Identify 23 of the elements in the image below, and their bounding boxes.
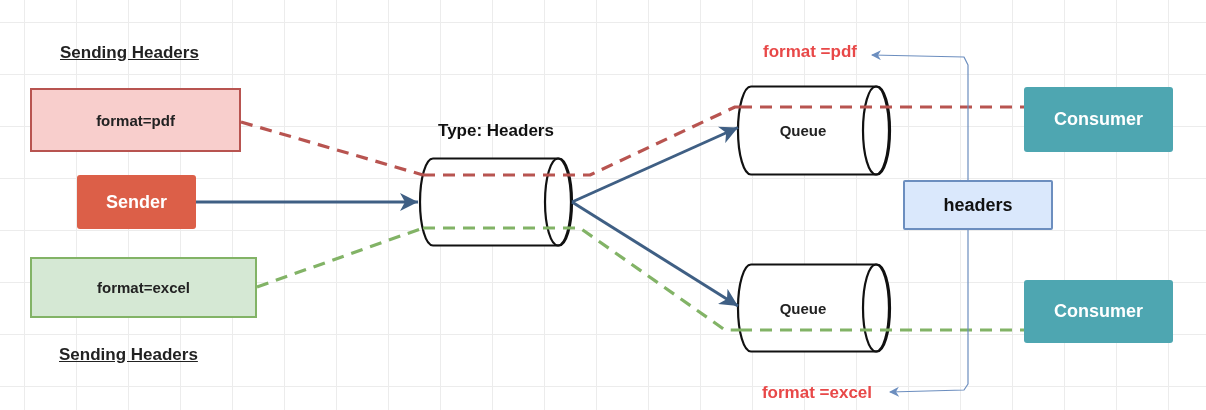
section-heading: Sending Headers xyxy=(59,345,198,365)
consumer-box: Consumer xyxy=(1024,280,1173,343)
dashed-connector xyxy=(240,120,424,177)
header-value-label: format =pdf xyxy=(750,41,870,63)
dashed-connector xyxy=(740,105,1024,109)
exchange-title: Type: Headers xyxy=(437,121,555,141)
bracket-arrow xyxy=(871,50,969,181)
arrow xyxy=(571,200,739,308)
bracket-arrow xyxy=(889,229,969,397)
header-value-label: format =excel xyxy=(746,382,888,404)
queue-label: Queue xyxy=(779,122,827,139)
header-box: format=pdf xyxy=(30,88,241,152)
arrow xyxy=(196,193,418,211)
consumer-box: Consumer xyxy=(1024,87,1173,152)
queue-label: Queue xyxy=(779,299,827,317)
dashed-connector xyxy=(423,226,740,332)
header-box: format=excel xyxy=(30,257,257,318)
headers-box: headers xyxy=(903,180,1053,230)
section-heading: Sending Headers xyxy=(60,43,199,63)
dashed-connector xyxy=(423,105,740,177)
arrow xyxy=(571,126,739,204)
sender-box: Sender xyxy=(77,175,196,229)
dashed-connector xyxy=(740,328,1024,332)
